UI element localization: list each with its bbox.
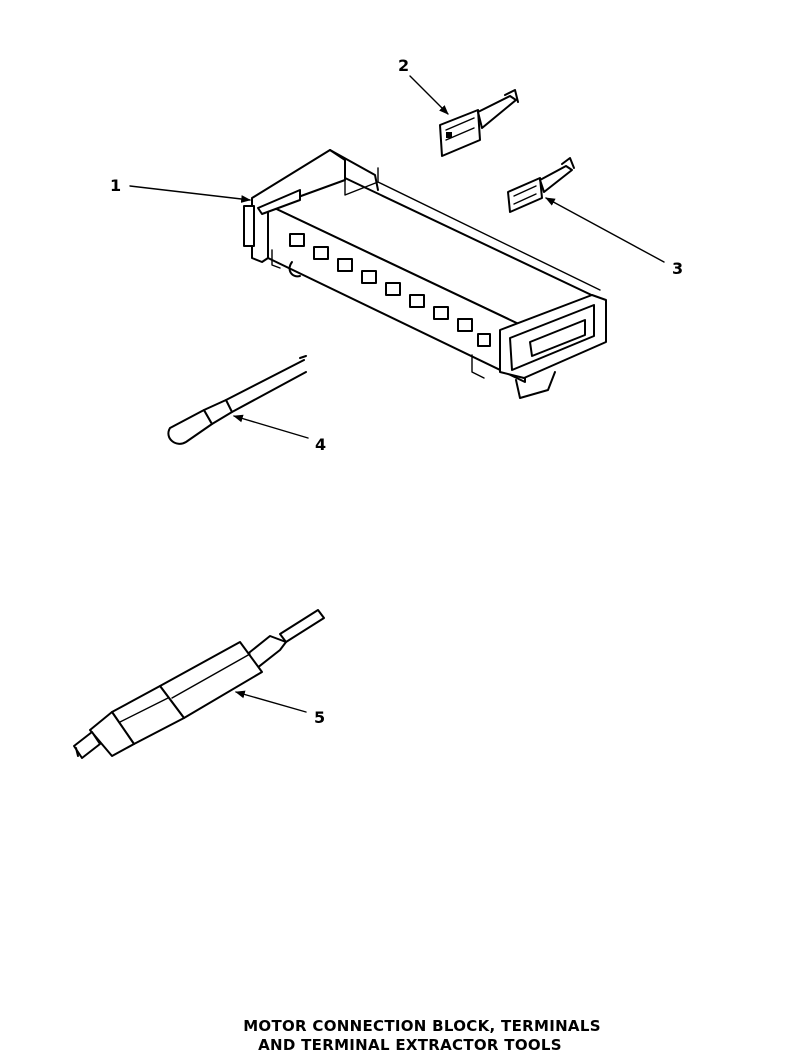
- callout-leaders: [129, 75, 665, 713]
- callout-4: 4: [315, 435, 326, 454]
- callout-1: 1: [110, 176, 121, 195]
- callout-2: 2: [398, 56, 409, 75]
- callout-5: 5: [314, 708, 325, 727]
- extractor-tool-4: [167, 355, 307, 445]
- callout-3: 3: [672, 259, 683, 278]
- terminal-3: [507, 157, 575, 213]
- terminal-slots: [289, 233, 491, 347]
- terminal-2: [439, 89, 519, 157]
- extractor-tool-5: [73, 609, 325, 759]
- connection-block: [243, 149, 607, 399]
- caption-line-1: MOTOR CONNECTION BLOCK, TERMINALS: [243, 1017, 601, 1035]
- caption-line-2: AND TERMINAL EXTRACTOR TOOLS: [258, 1036, 562, 1054]
